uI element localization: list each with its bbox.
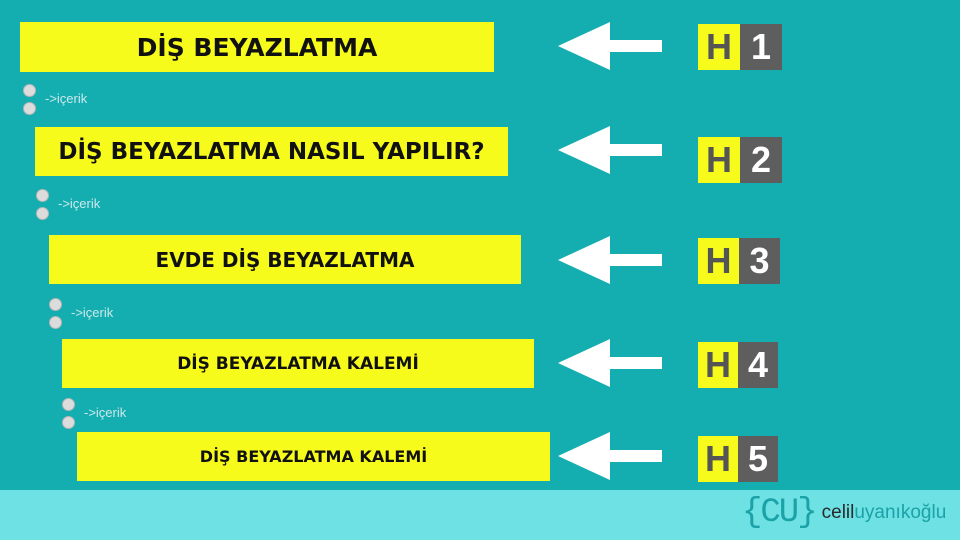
badge-letter: H	[698, 436, 738, 482]
heading-level-badge-h3: H 3	[698, 238, 780, 284]
dot-connector-icon	[49, 298, 62, 311]
connector-4: ->içerik	[62, 398, 202, 429]
logo-text-first: celil	[821, 502, 855, 523]
footer-bar	[0, 490, 960, 540]
heading-text-h1: DİŞ BEYAZLATMA	[136, 32, 378, 62]
left-arrow-icon	[558, 339, 662, 387]
heading-text-h4: DİŞ BEYAZLATMA KALEMİ	[177, 353, 419, 374]
left-arrow-icon	[558, 126, 662, 174]
badge-number: 4	[738, 342, 778, 388]
connector-1: ->içerik	[23, 84, 163, 115]
left-arrow-icon	[558, 432, 662, 480]
heading-box-h1: DİŞ BEYAZLATMA	[20, 22, 494, 72]
heading-box-h4: DİŞ BEYAZLATMA KALEMİ	[62, 339, 534, 388]
dot-connector-icon	[62, 398, 75, 411]
badge-letter: H	[698, 24, 740, 70]
badge-letter: H	[698, 137, 740, 183]
badge-number: 1	[740, 24, 782, 70]
dot-connector-icon	[36, 189, 49, 202]
left-arrow-icon	[558, 236, 662, 284]
heading-box-h2: DİŞ BEYAZLATMA NASIL YAPILIR?	[35, 127, 508, 176]
badge-number: 5	[738, 436, 778, 482]
heading-box-h3: EVDE DİŞ BEYAZLATMA	[49, 235, 521, 284]
dot-connector-icon	[49, 316, 62, 329]
heading-box-h5: DİŞ BEYAZLATMA KALEMİ	[77, 432, 550, 481]
connector-label: ->içerik	[84, 405, 127, 420]
badge-letter: H	[698, 238, 739, 284]
connector-2: ->içerik	[36, 189, 176, 220]
heading-level-badge-h4: H 4	[698, 342, 778, 388]
connector-label: ->içerik	[71, 305, 114, 320]
heading-text-h3: EVDE DİŞ BEYAZLATMA	[155, 247, 415, 272]
heading-level-badge-h5: H 5	[698, 436, 778, 482]
heading-level-badge-h2: H 2	[698, 137, 782, 183]
connector-label: ->içerik	[58, 196, 101, 211]
heading-text-h2: DİŞ BEYAZLATMA NASIL YAPILIR?	[58, 138, 485, 165]
dot-connector-icon	[62, 416, 75, 429]
left-arrow-icon	[558, 22, 662, 70]
logo-mark: {CU}	[742, 494, 818, 532]
badge-number: 3	[739, 238, 780, 284]
heading-level-badge-h1: H 1	[698, 24, 782, 70]
dot-connector-icon	[23, 102, 36, 115]
dot-connector-icon	[23, 84, 36, 97]
badge-letter: H	[698, 342, 738, 388]
badge-number: 2	[740, 137, 782, 183]
brand-logo: {CU} celil uyanıkoğlu	[742, 493, 946, 533]
connector-3: ->içerik	[49, 298, 189, 329]
connector-label: ->içerik	[45, 91, 88, 106]
dot-connector-icon	[36, 207, 49, 220]
logo-text-second: uyanıkoğlu	[854, 502, 947, 523]
heading-text-h5: DİŞ BEYAZLATMA KALEMİ	[199, 447, 428, 466]
